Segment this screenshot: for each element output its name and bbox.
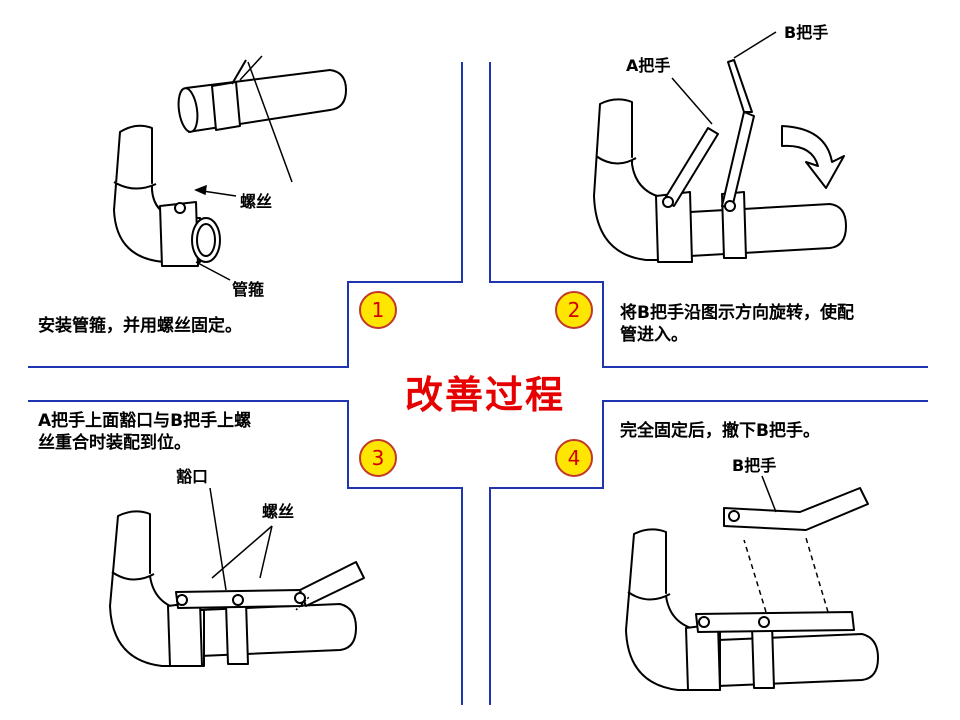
step-4-badge: 4 [555, 439, 593, 477]
step-2-badge: 2 [555, 291, 593, 329]
step-2-description-line-2: 管进入。 [620, 325, 688, 345]
step-3-description-line-1: A把手上面豁口与B把手上螺 [38, 411, 252, 431]
step-4-description: 完全固定后，撤下B把手。 [620, 421, 820, 441]
step-1-description: 安装管箍，并用螺丝固定。 [38, 316, 242, 336]
handle-b-label: B把手 [784, 23, 829, 42]
handle-b-label-step-4: B把手 [732, 456, 777, 475]
step-1-badge: 1 [359, 291, 397, 329]
screw-label: 螺丝 [240, 192, 273, 211]
step-3-description-line-2: 丝重合时装配到位。 [38, 433, 191, 453]
screw-label-step-3: 螺丝 [262, 502, 295, 521]
page-title: 改善过程 [404, 373, 565, 417]
handle-a-label: A把手 [626, 56, 671, 75]
pipe-clamp-label: 管箍 [232, 280, 265, 299]
step-2-description-line-1: 将B把手沿图示方向旋转，使配 [620, 303, 854, 323]
step-3-badge: 3 [359, 439, 397, 477]
notch-label: 豁口 [176, 467, 209, 486]
